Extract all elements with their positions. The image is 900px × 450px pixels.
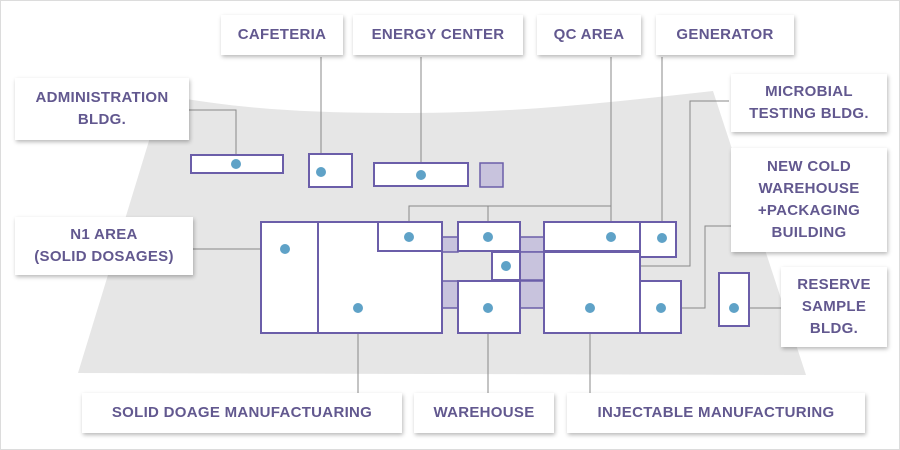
location-dots [231, 159, 739, 313]
label-qc-area: QC AREA [537, 15, 641, 55]
label-n1-area: N1 AREA (SOLID DOSAGES) [15, 217, 193, 275]
label-microbial: MICROBIAL TESTING BLDG. [731, 74, 887, 132]
block-energy-annex [479, 162, 504, 188]
dot-solid-dosage [353, 303, 363, 313]
dot-qc-annex [404, 232, 414, 242]
connector-a [441, 236, 459, 253]
building-n1-area [260, 221, 319, 334]
connector-c [519, 251, 545, 281]
leader-new-cold [661, 225, 731, 309]
dot-energy-center [416, 170, 426, 180]
label-energy-center: ENERGY CENTER [353, 15, 523, 55]
dot-n1-area [280, 244, 290, 254]
label-generator: GENERATOR [656, 15, 794, 55]
dot-warehouse-upper [483, 232, 493, 242]
label-administration: ADMINISTRATION BLDG. [15, 78, 189, 140]
label-solid-dosage: SOLID DOAGE MANUFACTUARING [82, 393, 402, 433]
building-reserve-sample [718, 272, 750, 327]
label-cafeteria: CAFETERIA [221, 15, 343, 55]
dot-new-cold [656, 303, 666, 313]
connector-blocks [441, 162, 545, 309]
connector-e [519, 280, 545, 309]
dot-injectable [585, 303, 595, 313]
dot-qc-area [606, 232, 616, 242]
building-qc-area [543, 221, 641, 252]
connector-b [519, 236, 545, 253]
label-new-cold-warehouse: NEW COLD WAREHOUSE +PACKAGING BUILDING [731, 148, 887, 252]
building-cafeteria [308, 153, 353, 188]
dot-cafeteria [316, 167, 326, 177]
connector-d [441, 280, 459, 309]
label-injectable: INJECTABLE MANUFACTURING [567, 393, 865, 433]
leader-administration [189, 109, 237, 163]
label-reserve-sample: RESERVE SAMPLE BLDG. [781, 267, 887, 347]
dot-warehouse [483, 303, 493, 313]
dot-generator [657, 233, 667, 243]
buildings [190, 153, 750, 334]
dot-microbial [501, 261, 511, 271]
dot-administration [231, 159, 241, 169]
building-injectable [543, 251, 641, 334]
dot-reserve [729, 303, 739, 313]
label-warehouse: WAREHOUSE [414, 393, 554, 433]
